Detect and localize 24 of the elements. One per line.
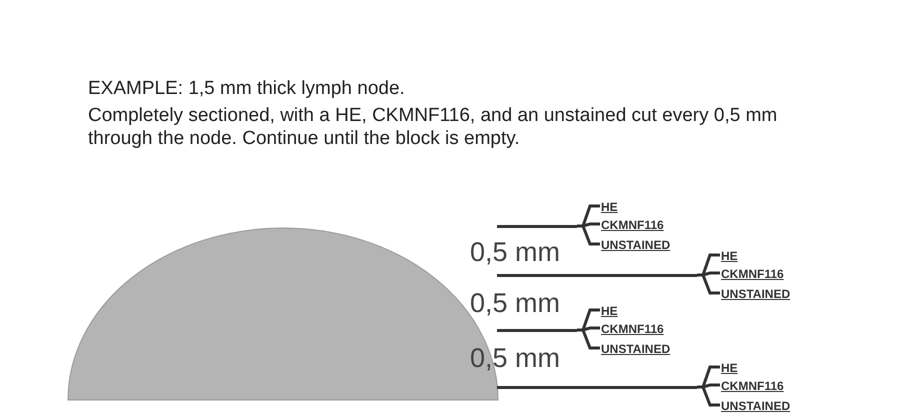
stain-label: HE bbox=[721, 249, 738, 263]
stain-label: UNSTAINED bbox=[601, 238, 670, 252]
stain-label: CKMNF116 bbox=[601, 218, 664, 232]
description-text: Completely sectioned, with a HE, CKMNF116, and an unstained cut every 0,5 mm through the node. Continue until the block is empty. bbox=[88, 104, 778, 150]
branch-line bbox=[577, 328, 600, 350]
thickness-label: 0,5 mm bbox=[470, 289, 560, 317]
stain-label: CKMNF116 bbox=[601, 322, 664, 336]
stain-label: HE bbox=[721, 361, 738, 375]
cut-line bbox=[497, 274, 697, 276]
cut-line bbox=[497, 224, 577, 228]
branch-line bbox=[697, 274, 720, 294]
title-text: EXAMPLE: 1,5 mm thick lymph node. bbox=[88, 78, 405, 100]
branch-line bbox=[697, 386, 720, 406]
branch-line bbox=[577, 224, 600, 246]
stain-label: HE bbox=[601, 304, 618, 318]
stain-label: UNSTAINED bbox=[721, 287, 790, 301]
stain-label: HE bbox=[601, 200, 618, 214]
stain-label: CKMNF116 bbox=[721, 267, 784, 281]
stain-label: UNSTAINED bbox=[721, 399, 790, 413]
thickness-label: 0,5 mm bbox=[470, 238, 560, 266]
stain-label: CKMNF116 bbox=[721, 379, 784, 393]
cut-line bbox=[497, 386, 697, 388]
stain-label: UNSTAINED bbox=[601, 342, 670, 356]
cut-line bbox=[497, 328, 577, 332]
